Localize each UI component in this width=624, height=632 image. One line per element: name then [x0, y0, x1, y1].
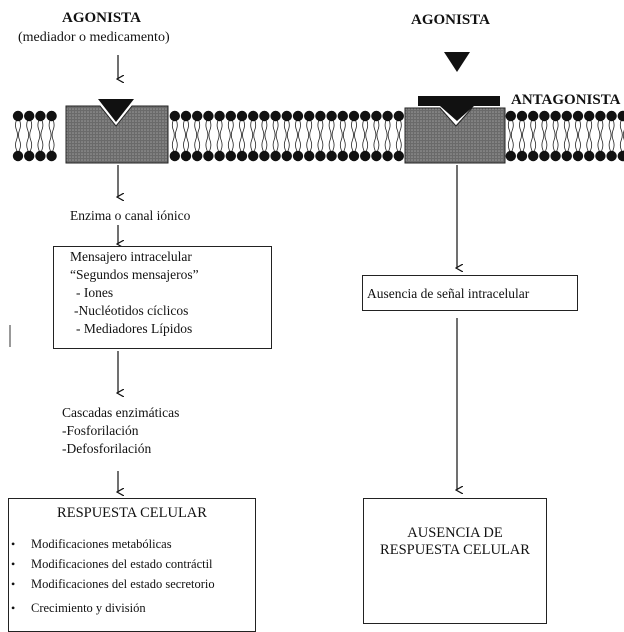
messenger-item: - Iones	[76, 285, 114, 300]
messenger-box: Mensajero intracelular “Segundos mensaje…	[53, 246, 272, 349]
antagonist-wedge	[440, 106, 474, 121]
right-receptor	[404, 107, 506, 164]
response-list-item: •Modificaciones del estado contráctil	[11, 554, 255, 574]
messenger-box-subtitle: “Segundos mensajeros”	[70, 267, 199, 282]
cascade-item: -Fosforilación	[62, 423, 139, 438]
messenger-item: -Nucléotidos cíclicos	[74, 303, 189, 318]
antagonist-label: ANTAGONISTA	[511, 92, 621, 108]
no-response-line: RESPUESTA CELULAR	[380, 542, 530, 558]
no-signal-box: Ausencia de señal intracelular	[362, 275, 578, 311]
right-agonist-title: AGONISTA	[411, 12, 490, 28]
cascade-item: -Defosforilación	[62, 441, 152, 456]
response-list-item: •Modificaciones metabólicas	[11, 534, 255, 554]
bullet-icon: •	[11, 601, 16, 615]
response-box: RESPUESTA CELULAR •Modificaciones metabó…	[8, 498, 256, 632]
messenger-item: - Mediadores Lípidos	[76, 321, 193, 336]
cascade-title: Cascadas enzimáticas	[62, 405, 180, 420]
response-list: •Modificaciones metabólicas •Modificacio…	[9, 534, 255, 618]
no-response-box: AUSENCIA DE RESPUESTA CELULAR	[363, 498, 547, 624]
left-agonist-triangle	[98, 99, 134, 122]
response-list-item: •Modificaciones del estado secretorio	[11, 574, 255, 594]
response-box-title: RESPUESTA CELULAR	[57, 505, 207, 521]
right-agonist-triangle	[444, 52, 470, 72]
antagonist-bar	[418, 96, 500, 106]
no-response-line: AUSENCIA DE	[407, 525, 503, 541]
left-receptor	[65, 105, 169, 164]
cascade-block: Cascadas enzimáticas -Fosforilación -Def…	[62, 404, 179, 458]
bullet-icon: •	[11, 557, 16, 571]
response-list-item: •Crecimiento y división	[11, 598, 255, 618]
enzyme-label: Enzima o canal iónico	[70, 208, 191, 223]
cell-membrane	[12, 110, 624, 162]
bullet-icon: •	[11, 537, 16, 551]
bullet-icon: •	[11, 577, 16, 591]
left-agonist-title: AGONISTA	[62, 10, 141, 26]
left-agonist-subtitle: (mediador o medicamento)	[18, 30, 170, 45]
messenger-box-title: Mensajero intracelular	[70, 249, 192, 264]
